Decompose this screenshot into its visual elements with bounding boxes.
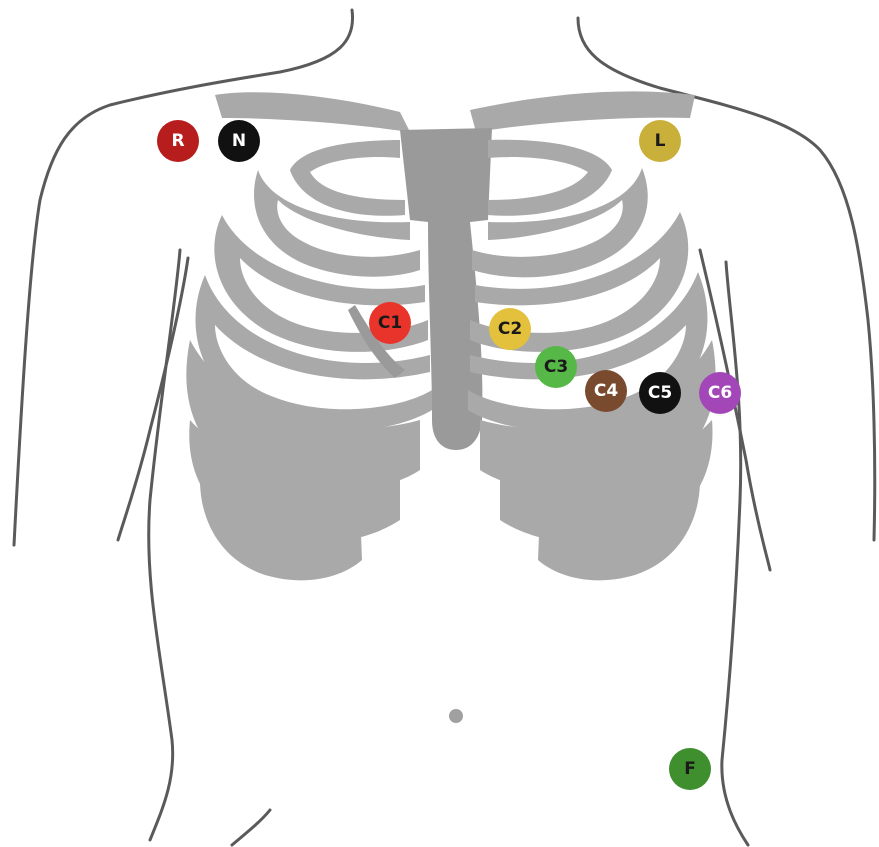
navel (449, 709, 463, 723)
electrode-l: L (639, 120, 681, 162)
electrode-c5: C5 (639, 372, 681, 414)
electrode-c4: C4 (585, 370, 627, 412)
electrode-c1: C1 (369, 302, 411, 344)
ribs-right (468, 140, 716, 581)
electrode-c5-label: C5 (648, 383, 672, 403)
electrode-c6: C6 (699, 372, 741, 414)
electrode-c4-label: C4 (594, 381, 618, 401)
electrode-c6-label: C6 (708, 383, 732, 403)
electrode-c3: C3 (535, 346, 577, 388)
electrode-c2-label: C2 (498, 319, 522, 339)
electrode-r-label: R (171, 131, 184, 151)
electrode-c1-label: C1 (378, 313, 402, 333)
electrode-r: R (157, 120, 199, 162)
electrode-n: N (218, 120, 260, 162)
electrode-c2: C2 (489, 308, 531, 350)
electrode-f-label: F (684, 759, 696, 779)
electrode-l-label: L (655, 131, 666, 151)
clavicles (215, 91, 695, 132)
electrode-n-label: N (232, 131, 246, 151)
electrode-c3-label: C3 (544, 357, 568, 377)
electrode-f: F (669, 748, 711, 790)
ribs-left (186, 140, 432, 580)
